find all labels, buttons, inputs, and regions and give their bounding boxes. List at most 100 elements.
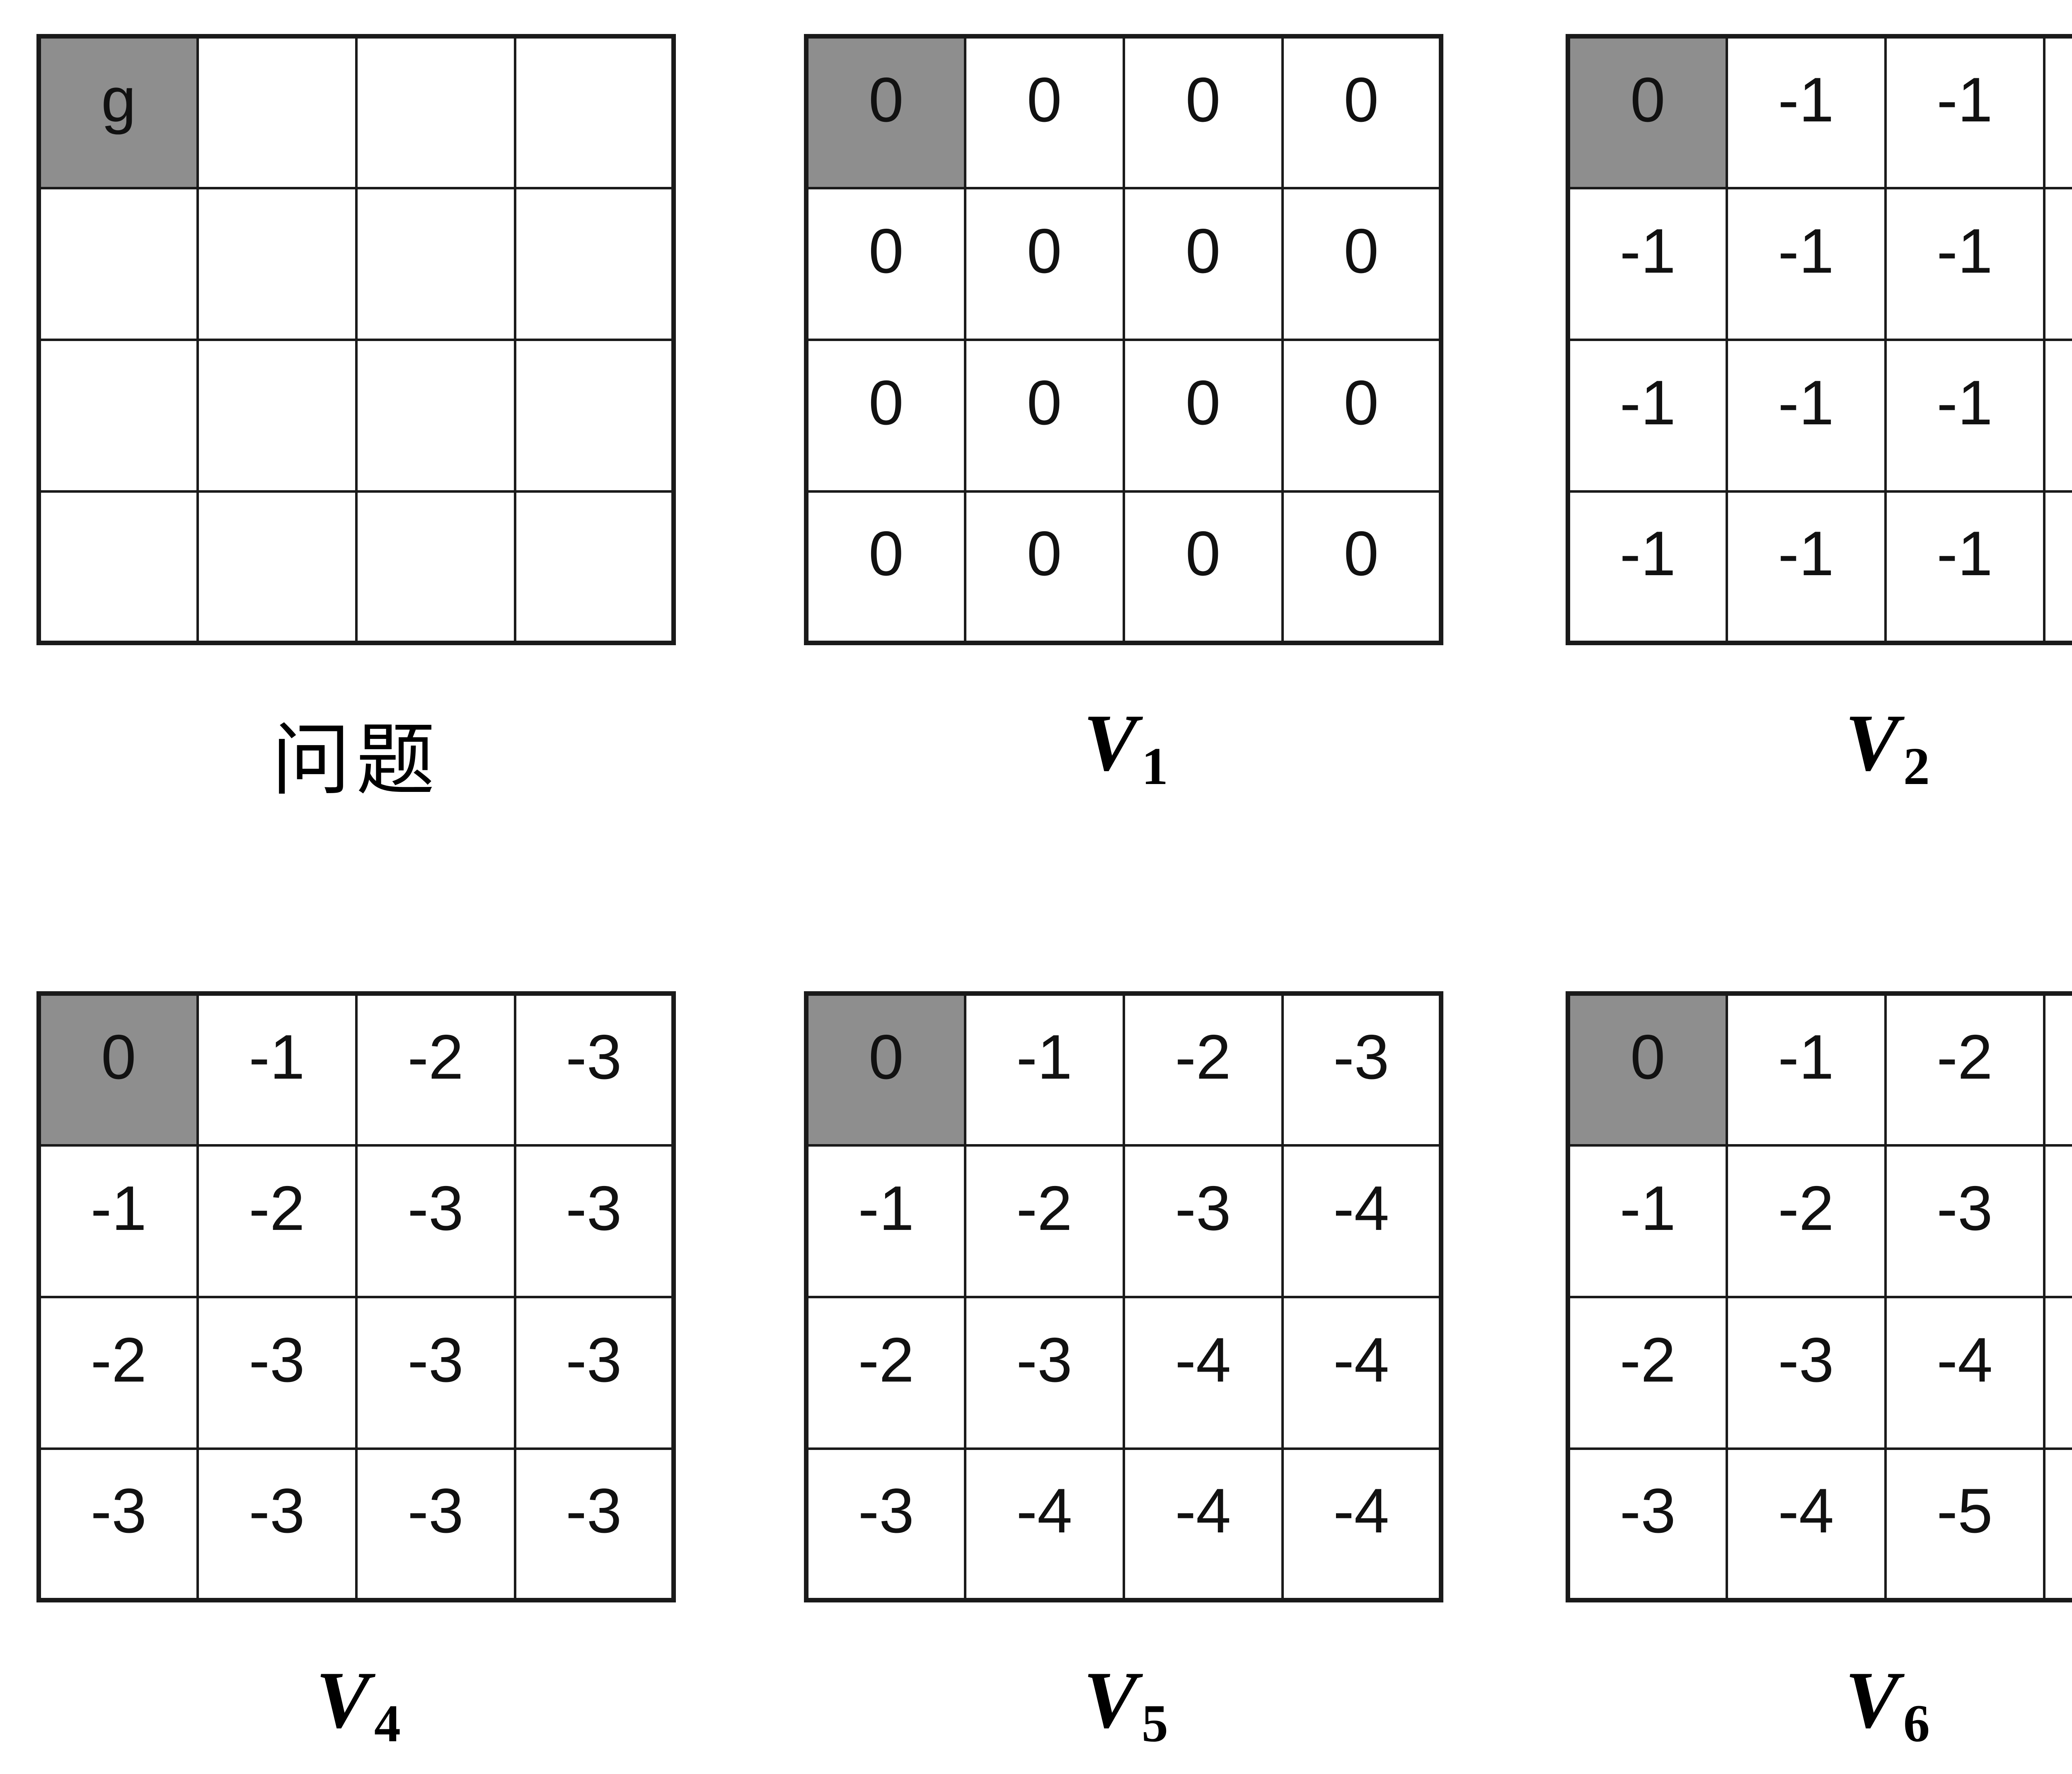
grid-cell[interactable]: 0: [1566, 992, 1728, 1147]
grid-cell[interactable]: -3: [1281, 992, 1443, 1147]
grid-cell[interactable]: -3: [513, 1144, 675, 1298]
grid-cell[interactable]: -4: [1281, 1295, 1443, 1450]
grid-cell[interactable]: -3: [1566, 1447, 1728, 1602]
grid-cell[interactable]: -1: [1884, 338, 2045, 493]
grid-cell[interactable]: -1: [1725, 35, 1887, 189]
grid-cell[interactable]: -1: [1566, 1144, 1728, 1298]
grid-cell[interactable]: -1: [1566, 186, 1728, 341]
grid-cell[interactable]: -5: [2043, 1447, 2072, 1602]
grid-cell[interactable]: -1: [1884, 490, 2045, 644]
grid-cell[interactable]: -4: [963, 1447, 1125, 1602]
grid-cell[interactable]: -1: [1884, 35, 2045, 189]
grid-cell[interactable]: -2: [1566, 1295, 1728, 1450]
grid-cell[interactable]: -3: [355, 1144, 516, 1298]
grid-cell[interactable]: -2: [37, 1295, 199, 1450]
grid-cell[interactable]: [513, 490, 675, 644]
grid-cell[interactable]: [196, 186, 358, 341]
grid-cell[interactable]: [196, 490, 358, 644]
grid-cell[interactable]: [196, 338, 358, 493]
grid-cell[interactable]: [513, 35, 675, 189]
caption-subscript: 2: [1903, 737, 1930, 796]
grid-cell[interactable]: -3: [513, 1295, 675, 1450]
grid-cell[interactable]: 0: [963, 338, 1125, 493]
grid-cell[interactable]: -5: [2043, 1295, 2072, 1450]
grid-cell[interactable]: [355, 338, 516, 493]
grid-cell[interactable]: -3: [513, 992, 675, 1147]
grid-cell[interactable]: -1: [2043, 338, 2072, 493]
grid-cell[interactable]: 0: [1122, 35, 1284, 189]
grid-cell[interactable]: 0: [805, 186, 966, 341]
grid-cell[interactable]: -4: [1281, 1144, 1443, 1298]
grid-cell[interactable]: 0: [1281, 186, 1443, 341]
grid-cell[interactable]: 0: [1281, 490, 1443, 644]
grid-cell[interactable]: 0: [805, 992, 966, 1147]
grid-cell[interactable]: -2: [196, 1144, 358, 1298]
grid-cell[interactable]: 0: [805, 338, 966, 493]
grid-cell[interactable]: -3: [805, 1447, 966, 1602]
grid-cell[interactable]: -1: [1725, 992, 1887, 1147]
grid-cell[interactable]: -1: [1566, 338, 1728, 493]
grid-cell[interactable]: 0: [1281, 338, 1443, 493]
grid-cell[interactable]: -1: [805, 1144, 966, 1298]
grid-cell[interactable]: 0: [805, 35, 966, 189]
grid-cell[interactable]: 0: [805, 490, 966, 644]
grid-cell[interactable]: [355, 35, 516, 189]
grid-cell[interactable]: -2: [1725, 1144, 1887, 1298]
grid-cell[interactable]: -4: [1122, 1447, 1284, 1602]
grid-cell[interactable]: -3: [963, 1295, 1125, 1450]
grid-cell[interactable]: [355, 490, 516, 644]
grid-cell[interactable]: 0: [963, 186, 1125, 341]
grid-cell[interactable]: -4: [1725, 1447, 1887, 1602]
grid-cell[interactable]: 0: [1122, 338, 1284, 493]
grid-cell[interactable]: -1: [1725, 490, 1887, 644]
grid-cell[interactable]: -3: [355, 1447, 516, 1602]
grid-cell[interactable]: -4: [2043, 1144, 2072, 1298]
grid-cell[interactable]: 0: [1122, 490, 1284, 644]
grid-cell[interactable]: [355, 186, 516, 341]
grid-cell[interactable]: -4: [1884, 1295, 2045, 1450]
grid-cell[interactable]: [513, 186, 675, 341]
grid-cell[interactable]: -1: [2043, 490, 2072, 644]
grid-cell[interactable]: 0: [1281, 35, 1443, 189]
grid-cell[interactable]: -2: [1884, 992, 2045, 1147]
grid-cell[interactable]: [196, 35, 358, 189]
grid-cell[interactable]: -1: [1725, 338, 1887, 493]
grid-cell[interactable]: -2: [355, 992, 516, 1147]
grid-cell[interactable]: [37, 338, 199, 493]
grid-cell[interactable]: [37, 490, 199, 644]
grid-cell[interactable]: 0: [963, 490, 1125, 644]
grid-cell[interactable]: -1: [196, 992, 358, 1147]
grid-cell[interactable]: -3: [37, 1447, 199, 1602]
grid-cell[interactable]: -2: [963, 1144, 1125, 1298]
grid-cell[interactable]: -1: [37, 1144, 199, 1298]
grid-cell[interactable]: g: [37, 35, 199, 189]
grid-cell[interactable]: 0: [1566, 35, 1728, 189]
grid-cell[interactable]: -1: [1725, 186, 1887, 341]
grid-cell[interactable]: -2: [805, 1295, 966, 1450]
grid-cell[interactable]: -1: [2043, 35, 2072, 189]
grid-cell[interactable]: 0: [37, 992, 199, 1147]
grid-cell[interactable]: -1: [2043, 186, 2072, 341]
grid-cell[interactable]: -3: [1122, 1144, 1284, 1298]
grid-cell[interactable]: -3: [196, 1447, 358, 1602]
grid-cell[interactable]: -1: [1566, 490, 1728, 644]
grid-cell[interactable]: [37, 186, 199, 341]
grid-cell[interactable]: -4: [1122, 1295, 1284, 1450]
grid-cell[interactable]: -3: [355, 1295, 516, 1450]
grid-cell[interactable]: -3: [1884, 1144, 2045, 1298]
grid-cell[interactable]: -3: [2043, 992, 2072, 1147]
grid-cell[interactable]: -1: [1884, 186, 2045, 341]
grid-cell[interactable]: 0: [963, 35, 1125, 189]
grid-cell[interactable]: -3: [1725, 1295, 1887, 1450]
grid-cell[interactable]: [513, 338, 675, 493]
grid-cell[interactable]: 0: [1122, 186, 1284, 341]
grid-cell[interactable]: -2: [1122, 992, 1284, 1147]
grid-cell[interactable]: -3: [513, 1447, 675, 1602]
grid-cell[interactable]: -1: [963, 992, 1125, 1147]
grid-cell[interactable]: -5: [1884, 1447, 2045, 1602]
grid-row: -2-3-3-3: [37, 1295, 675, 1450]
grid-cell[interactable]: -4: [1281, 1447, 1443, 1602]
grid-cell[interactable]: -3: [196, 1295, 358, 1450]
